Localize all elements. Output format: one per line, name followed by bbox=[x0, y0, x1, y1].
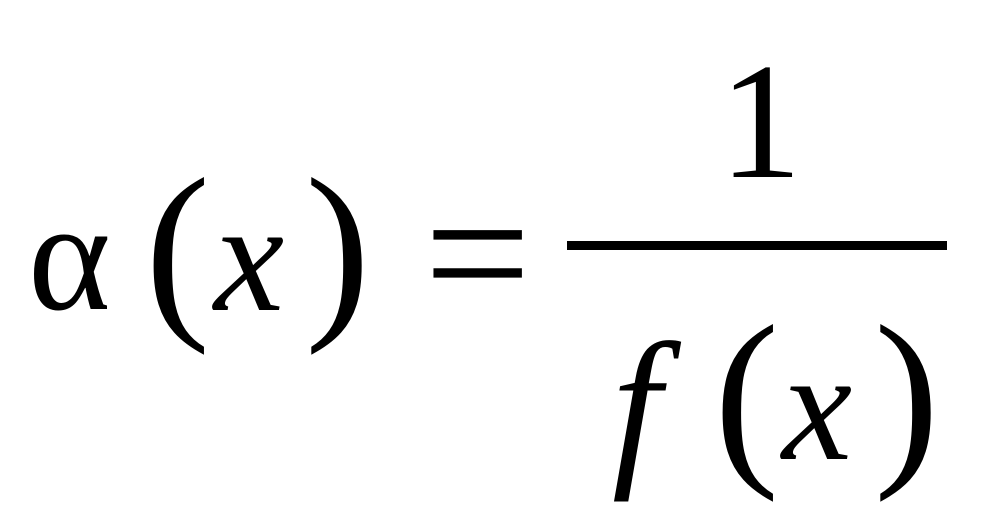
lhs-variable: x bbox=[214, 170, 285, 345]
denominator-variable: x bbox=[782, 319, 853, 494]
equals-sign: = bbox=[424, 149, 532, 359]
fraction-bar bbox=[567, 241, 947, 250]
denominator-function-symbol: f bbox=[612, 308, 661, 503]
lhs-open-parenthesis: ( bbox=[145, 139, 211, 356]
denominator-open-parenthesis: ( bbox=[714, 286, 780, 503]
fraction-numerator: 1 bbox=[719, 29, 802, 213]
denominator-close-parenthesis: ) bbox=[874, 286, 940, 503]
lhs-close-parenthesis: ) bbox=[305, 139, 371, 356]
lhs-function-symbol: α bbox=[28, 169, 111, 344]
